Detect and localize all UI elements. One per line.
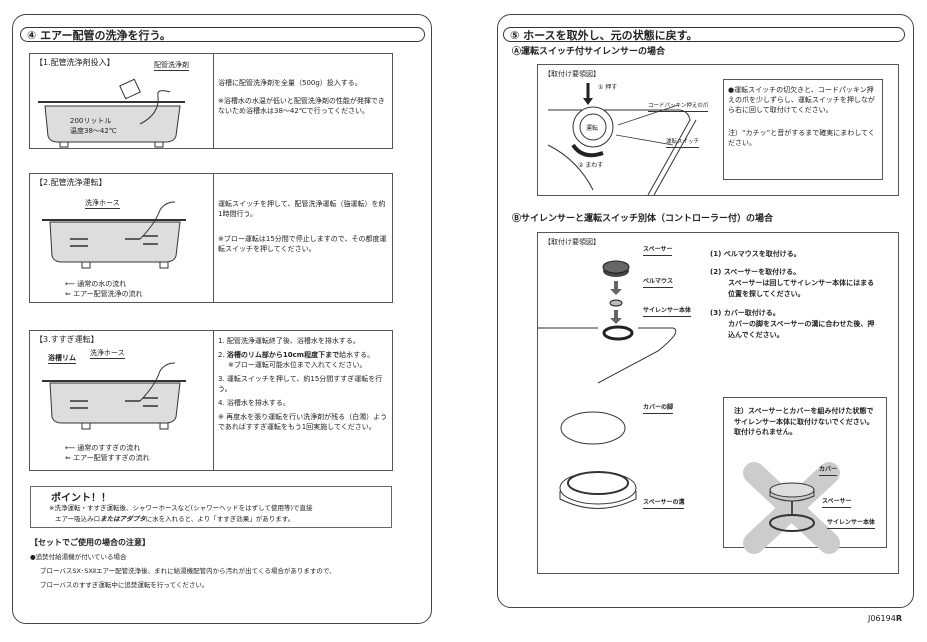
step3-item-4: 4. 浴槽水を排水する。: [218, 399, 290, 407]
step3-item-note: ※ 再度水を張り運転を行い洗浄剤が残る（白濁）ようであればすすぎ運転をもう1回実…: [218, 413, 388, 431]
volume-label: 200リットル: [70, 117, 112, 125]
step2-text: 運転スイッチを押して、配管洗浄運転（強運転）を約1時間行う。: [218, 200, 386, 218]
legend-air-label: エアー配管洗浄の流れ: [73, 290, 143, 298]
warning-box: 注）スペーサーとカバーを組み付けた状態でサイレンサー本体に取付けないでください。…: [723, 397, 887, 554]
step-b3-detail: カバーの脚をスペーサーの溝に合わせた後、押込んでください。: [728, 320, 875, 339]
temp-label: 温度38～42℃: [70, 127, 117, 135]
left-panel: [12, 14, 432, 624]
section-b-heading: Ⓑサイレンサーと運転スイッチ別体（コントローラー付）の場合: [512, 214, 774, 224]
turn-label: ② まわす: [578, 162, 604, 169]
legend-rinse-normal-label: 通常のすすぎの流れ: [77, 444, 141, 452]
point-title: ポイント！！: [51, 493, 111, 504]
legend-normal-flow: ⟵ 通常の水の流れ: [65, 280, 127, 288]
step3-item-1: 1. 配管洗浄運転終了後、浴槽水を排水する。: [218, 337, 360, 345]
section-a-text-box: ●運転スイッチの切欠きと、コードパッキン押えの爪を少しずらし、運転スイッチを押し…: [723, 79, 883, 180]
legend-rinse-normal: ⟵ 通常のすすぎの流れ: [65, 444, 141, 452]
hose-label: 洗浄ホース: [85, 199, 120, 209]
step3-heading: 【3.すすぎ運転】: [35, 335, 99, 344]
cover-leg-label: カバーの脚: [643, 403, 674, 414]
section-a-text: ●運転スイッチの切欠きと、コードパッキン押えの爪を少しずらし、運転スイッチを押し…: [728, 86, 875, 114]
bathtub-flow-illustration: [42, 201, 186, 269]
step-b3: (3) カバー取付ける。: [710, 309, 780, 317]
warning-text: 注）スペーサーとカバーを組み付けた状態でサイレンサー本体に取付けないでください。…: [734, 407, 874, 436]
step1-note: ※浴槽水の水温が低いと配管洗浄剤の性能が発揮できないため浴槽水は38～42℃で行…: [218, 97, 385, 115]
bathtub-rinse-illustration: [42, 362, 186, 430]
fig-b-title: 【取付け要領図】: [544, 238, 600, 246]
spacer-groove-label: スペーサーの溝: [643, 498, 685, 509]
switch-label: 運転スイッチ: [666, 137, 700, 148]
legend-air-flow: ⇐ エアー配管洗浄の流れ: [65, 290, 143, 298]
step2-heading: 【2.配管洗浄運転】: [35, 178, 107, 187]
point-callout: ポイント！！ ※洗浄運転・すすぎ運転後、シャワーホースなど(シャワーヘッドをはず…: [30, 486, 392, 528]
section-a-heading: Ⓐ運転スイッチ付サイレンサーの場合: [512, 47, 666, 57]
legend-normal-label: 通常の水の流れ: [77, 280, 127, 288]
section-a-note: 注）“カチッ”と音がするまで確実にまわしてください。: [728, 129, 875, 147]
step-b2: (2) スペーサーを取付ける。: [710, 268, 801, 276]
notes-line2: ブローバスのすすぎ運転中に追焚運転を行ってください。: [40, 581, 209, 589]
switch-silencer-illustration: [547, 83, 697, 196]
prohibited-x-icon: [743, 462, 840, 554]
section-5-title: ⑤ ホースを取外し、元の状態に戻す。: [503, 27, 905, 42]
warn-cover-label: カバー: [819, 465, 838, 476]
warn-spacer-label: スペーサー: [822, 497, 852, 508]
legend-rinse-air: ⇐ エアー配管すすぎの流れ: [65, 454, 150, 462]
step2-box: 【2.配管洗浄運転】 洗浄ホース ⟵ 通常の水の流れ ⇐ エアー配管洗浄の流れ …: [29, 173, 393, 303]
document-code: J06194R: [868, 614, 902, 623]
claw-label: コードパッキン押えの爪: [648, 101, 709, 112]
point-line2: エアー吸込み口またはアダプタに水を入れると、より「すすぎ効果」があります。: [55, 515, 295, 523]
bathtub-detergent-illustration: [38, 78, 185, 148]
spacer-label: スペーサー: [643, 245, 673, 256]
detergent-label: 配管洗浄剤: [154, 61, 189, 71]
set-use-notes-heading: 【セットでご使用の場合の注意】: [30, 538, 150, 547]
step-b1: (1) ベルマウスを取付ける。: [710, 250, 801, 258]
notes-line1: ブローバスSX･SXⅡエアー配管洗浄後、まれに給湯機配管内から汚れが出てくる場合…: [40, 567, 336, 575]
warn-body-label: サイレンサー本体: [827, 518, 876, 529]
push-label: ① 押す: [598, 84, 618, 91]
step1-heading: 【1.配管洗浄剤投入】: [35, 58, 115, 67]
right-panel: [497, 14, 914, 608]
switch-face-label: 運転: [586, 125, 599, 132]
step3-item-2: 2. 浴槽のリム部から10cm程度下まで給水する。※ブロー運転可能水位まで入れて…: [218, 351, 375, 369]
section-4-title: ④ エアー配管の洗浄を行う。: [20, 27, 425, 42]
step2-note: ※ブロー運転は15分間で停止しますので、その都度運転スイッチを押してください。: [218, 235, 387, 253]
legend-rinse-air-label: エアー配管すすぎの流れ: [73, 454, 150, 462]
step1-box: 【1.配管洗浄剤投入】 配管洗浄剤 200リットル 温度38～42℃ 浴槽に配管…: [29, 53, 393, 149]
hose-label-3: 洗浄ホース: [90, 349, 125, 359]
step3-item-3: 3. 運転スイッチを押して、約15分間すすぎ運転を行う。: [218, 375, 383, 393]
silencer-body-label: サイレンサー本体: [643, 306, 692, 317]
notes-bullet: ●追焚付給湯機が付いている場合: [30, 553, 127, 561]
step1-text: 浴槽に配管洗浄剤を全量（500g）投入する。: [218, 79, 362, 87]
point-line1: ※洗浄運転・すすぎ運転後、シャワーホースなど(シャワーヘッドをはずして使用等)で…: [49, 504, 313, 512]
silencer-assembly-illustration: [538, 260, 677, 509]
step-b2-detail: スペーサーは回してサイレンサー本体にはまる位置を探してください。: [728, 279, 875, 298]
rim-label: 浴槽リム: [48, 354, 76, 364]
step3-box: 【3.すすぎ運転】 浴槽リム 洗浄ホース ⟵ 通常のすすぎの流れ ⇐ エアー配管…: [29, 330, 393, 471]
fig-a-title: 【取付け要領図】: [544, 70, 600, 78]
section-a-figure-box: 【取付け要領図】 運転 ① 押す ② まわす コードパッキン押えの爪 運転スイッ…: [537, 64, 899, 196]
section-b-figure-box: 【取付け要領図】 スペーサー ベルマウス サイレンサー本体 カバーの脚 スペーサ…: [537, 232, 899, 574]
step3-list: 1. 配管洗浄運転終了後、浴槽水を排水する。 2. 浴槽のリム部から10cm程度…: [218, 336, 390, 432]
bellmouth-label: ベルマウス: [643, 277, 674, 288]
